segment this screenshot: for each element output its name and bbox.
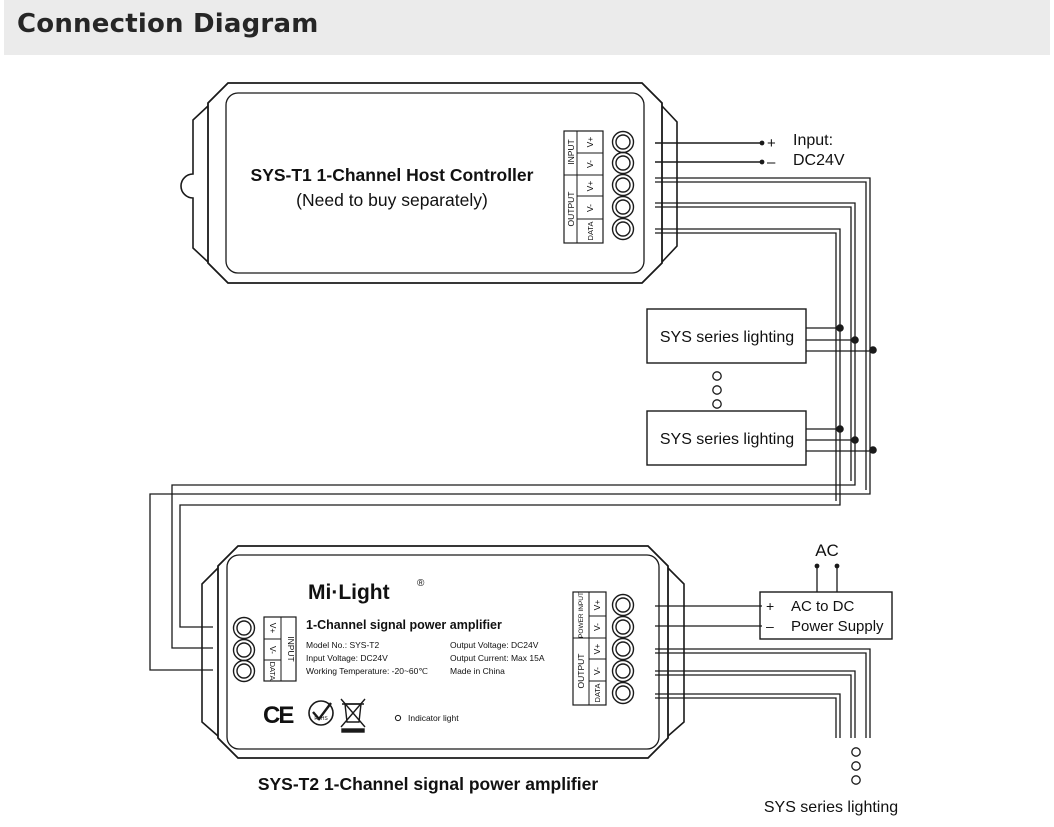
amp-input-label-vminus: V- — [268, 646, 278, 654]
spec-model: Model No.: SYS-T2 — [306, 640, 379, 650]
amp-output-label-vminus-2: V- — [592, 667, 602, 675]
lighting-box-1 — [646, 308, 807, 364]
registered-mark: ® — [417, 578, 425, 589]
ce-mark: CE — [263, 702, 294, 729]
spec-input-voltage: Input Voltage: DC24V — [306, 653, 388, 663]
input-minus-sign: – — [767, 154, 776, 171]
psu-label-line1: AC to DC — [791, 598, 855, 615]
input-label-line1: Input: — [793, 132, 833, 149]
section-header: Connection Diagram — [4, 0, 1050, 55]
spec-working-temperature: Working Temperature: -20~60℃ — [306, 666, 428, 676]
amplifier-output-wires — [655, 648, 871, 738]
amplifier-output-terminal-block — [572, 591, 635, 706]
host-terminal-label-vminus-1: V- — [585, 160, 595, 168]
rohs-icon — [308, 700, 334, 726]
host-terminal-label-vplus-2: V+ — [585, 181, 595, 192]
host-terminal-label-data: DATA — [586, 222, 595, 241]
amplifier-power-wires — [655, 605, 762, 627]
amp-output-label-vplus-1: V+ — [592, 600, 602, 611]
lighting-label-1: SYS series lighting — [660, 329, 794, 346]
indicator-light-icon — [394, 714, 402, 722]
input-plus-sign: + — [767, 135, 776, 152]
amp-output-label-data: DATA — [593, 684, 602, 703]
spec-made-in: Made in China — [450, 666, 505, 676]
amplifier-output-group-label: OUTPUT — [576, 654, 586, 689]
psu-minus-sign: – — [766, 618, 774, 634]
host-terminal-block — [563, 130, 635, 244]
spec-output-voltage: Output Voltage: DC24V — [450, 640, 539, 650]
amplifier-input-group-label: INPUT — [286, 636, 296, 662]
host-title: SYS-T1 1-Channel Host Controller — [251, 165, 534, 185]
rohs-label: RoHS — [314, 716, 328, 722]
input-power-wires — [655, 142, 760, 163]
amplifier-input-terminal-block — [232, 616, 297, 683]
psu-label-line2: Power Supply — [791, 618, 884, 635]
ac-wires — [816, 566, 838, 592]
amp-output-label-vminus-1: V- — [592, 623, 602, 631]
page-title: Connection Diagram — [17, 9, 319, 39]
power-supply-box — [759, 591, 893, 640]
lighting-label-2: SYS series lighting — [660, 431, 794, 448]
ac-label: AC — [815, 541, 839, 560]
amplifier-caption: SYS-T2 1-Channel signal power amplifier — [258, 774, 599, 794]
continuation-dots-1 — [712, 371, 722, 409]
bus-wires — [149, 177, 873, 671]
amp-output-label-vplus-2: V+ — [592, 644, 602, 655]
host-input-group-label: INPUT — [566, 139, 576, 165]
continuation-dots-2 — [851, 747, 861, 785]
host-output-group-label: OUTPUT — [566, 192, 576, 227]
amp-input-label-data: DATA — [268, 662, 277, 681]
lighting-box-2 — [646, 410, 807, 466]
host-terminal-label-vplus-1: V+ — [585, 137, 595, 148]
amplifier-power-group-label: POWER INPUT — [578, 592, 585, 638]
host-subtitle: (Need to buy separately) — [296, 190, 488, 210]
spec-output-current: Output Current: Max 15A — [450, 653, 545, 663]
amp-input-label-vplus: V+ — [268, 623, 278, 634]
indicator-light-label: Indicator light — [408, 713, 459, 723]
host-terminal-label-vminus-2: V- — [585, 204, 595, 212]
junction-dots — [836, 324, 877, 454]
brand-logo: Mi·Light — [308, 581, 390, 604]
weee-bin-icon — [340, 698, 366, 733]
lighting-label-3: SYS series lighting — [764, 799, 898, 816]
amplifier-product-label: 1-Channel signal power amplifier — [306, 618, 502, 632]
host-controller-housing — [180, 82, 678, 284]
psu-plus-sign: + — [766, 598, 774, 614]
input-label-line2: DC24V — [793, 152, 845, 169]
